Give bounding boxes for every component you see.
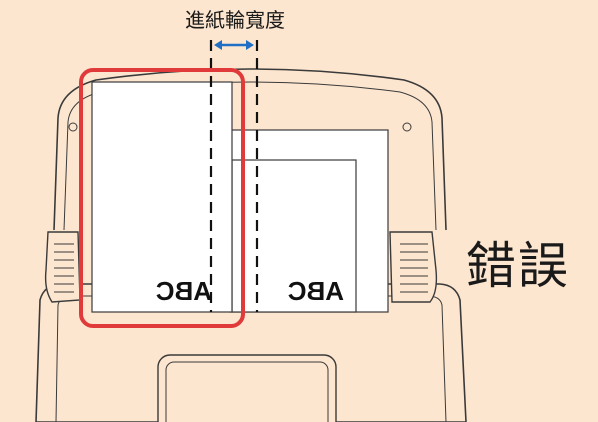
- chute-screw-right: [402, 122, 412, 132]
- scanner-panel-inner: [165, 361, 329, 422]
- paper-sheet-front-right: [231, 159, 357, 313]
- paper-text-right: ABC: [287, 276, 344, 306]
- chute-screw-left: [68, 122, 78, 132]
- scanner-body: [35, 283, 467, 422]
- error-label: 錯誤: [466, 237, 570, 295]
- guide-ribs-left: [54, 243, 74, 293]
- scanner-panel: [157, 354, 337, 422]
- feed-roller-width-label: 進紙輪寬度: [185, 8, 285, 32]
- width-arrow: [214, 40, 254, 50]
- error-highlight-box: [79, 68, 245, 328]
- paper-text-left: ABC: [155, 276, 212, 306]
- paper-sheet-left: [91, 81, 233, 313]
- guide-ribs-right: [400, 243, 428, 293]
